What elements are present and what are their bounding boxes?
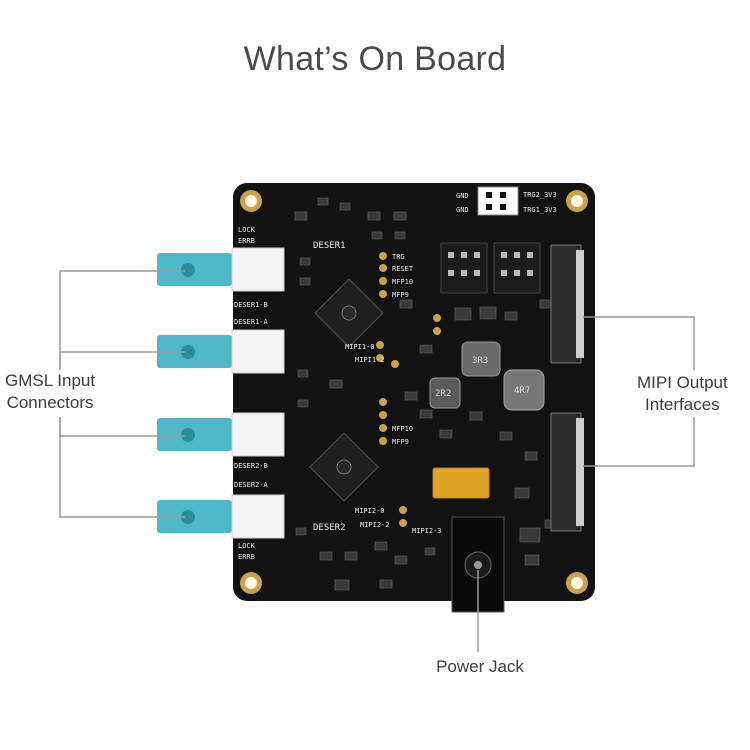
- gmsl-leader-dots: [185, 268, 191, 520]
- silk-gnd-1: GND: [456, 192, 469, 200]
- gmsl-callout: GMSL Input Connectors: [5, 370, 95, 414]
- silk-mfp10-2: MFP10: [392, 425, 413, 433]
- silk-errb-2: ERRB: [238, 553, 255, 561]
- silk-deser1: DESER1: [313, 241, 346, 251]
- deserializer-chip-2: [309, 432, 379, 502]
- silk-deser2-a: DESER2-A: [234, 481, 269, 489]
- silk-lock-2: LOCK: [238, 542, 256, 550]
- test-pads: [376, 252, 441, 527]
- silk-gnd-2: GND: [456, 206, 469, 214]
- silk-mfp10: MFP10: [392, 278, 413, 286]
- gmsl-connector-2: [157, 329, 285, 374]
- trigger-header: [477, 186, 519, 216]
- page-title: What’s On Board: [243, 40, 507, 78]
- inductor-3r3: [461, 341, 501, 377]
- silk-mipi2-0: MIPI2-0: [355, 507, 385, 515]
- silk-ind-4r7: 4R7: [514, 386, 530, 396]
- pin-header-right: [493, 242, 541, 294]
- power-jack: [451, 516, 505, 613]
- silk-deser1-b: DESER1-B: [234, 301, 268, 309]
- inductor-2r2: [429, 377, 461, 409]
- silk-mipi1-0: MIPI1-0: [345, 343, 375, 351]
- silk-mfp9: MFP9: [392, 291, 409, 299]
- mipi-callout: MIPI Output Interfaces: [637, 372, 728, 416]
- silk-mipi2-3: MIPI2-3: [412, 527, 442, 535]
- gmsl-connector-4: [157, 494, 285, 539]
- silk-lock-1: LOCK: [238, 226, 256, 234]
- power-callout: Power Jack: [436, 657, 524, 676]
- mipi-label-line2: Interfaces: [645, 395, 720, 414]
- deserializer-chip-1: [314, 278, 384, 348]
- silk-deser2: DESER2: [313, 523, 346, 533]
- inductor-4r7: [503, 369, 545, 411]
- mipi-label-line1: MIPI Output: [637, 373, 728, 392]
- silk-reset: RESET: [392, 265, 414, 273]
- tantalum-capacitor: [432, 467, 490, 499]
- silk-errb-1: ERRB: [238, 237, 255, 245]
- mipi-connector-1: [550, 244, 584, 364]
- silk-ind-3r3: 3R3: [472, 356, 488, 366]
- gmsl-connector-3: [157, 412, 285, 457]
- silk-deser1-a: DESER1-A: [234, 318, 269, 326]
- silk-deser2-b: DESER2-B: [234, 462, 268, 470]
- silk-trg: TRG: [392, 253, 405, 261]
- gmsl-label-line2: Connectors: [6, 393, 94, 412]
- pin-header-left: [440, 242, 488, 294]
- gmsl-leader-lines: [59, 270, 188, 518]
- mipi-connector-2: [550, 412, 584, 532]
- silk-trg2: TRG2_3V3: [523, 191, 557, 199]
- silk-ind-2r2: 2R2: [435, 389, 451, 399]
- silk-mipi2-2: MIPI2-2: [360, 521, 390, 529]
- gmsl-label-line1: GMSL Input: [5, 371, 96, 390]
- smd-components: [294, 197, 558, 591]
- gmsl-connector-1: [157, 247, 285, 292]
- silk-trg1: TRG1_3V3: [523, 206, 557, 214]
- silk-mipi1-2: MIPI1-2: [355, 356, 385, 364]
- mipi-leader-lines: [583, 316, 695, 467]
- silk-mfp9-2: MFP9: [392, 438, 409, 446]
- mounting-holes: [240, 190, 588, 594]
